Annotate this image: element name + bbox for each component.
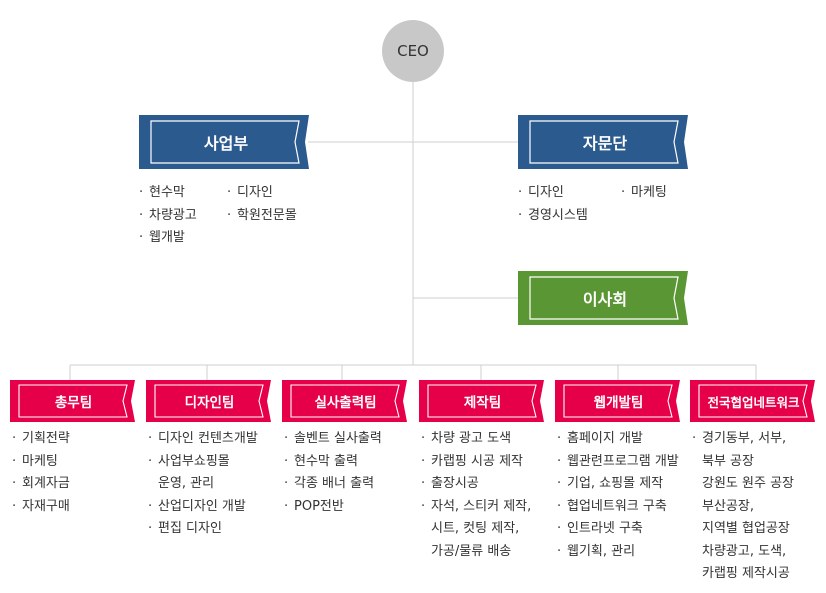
- ceo-node: CEO: [382, 20, 444, 82]
- team-label: 디자인팀: [184, 395, 235, 411]
- list-item: ·사업부쇼핑몰: [148, 453, 230, 469]
- list-item: ·기획전략: [12, 431, 70, 446]
- list-item: 가공/물류 배송: [431, 543, 512, 559]
- advisory-list-col1: ·디자인 ·경영시스템: [518, 182, 588, 227]
- list-item: ·자석, 스티커 제작,: [421, 498, 532, 514]
- team-label: 전국협업네트워크: [707, 394, 800, 410]
- team-tag-production: 제작팀: [419, 380, 544, 422]
- list-item: 운영, 관리: [158, 476, 215, 491]
- list-item: ·현수막 출력: [284, 453, 358, 469]
- list-item: ·출장시공: [421, 476, 479, 491]
- list-item: ·경영시스템: [518, 207, 588, 223]
- team-items-production: ·차량 광고 도색 ·카랩핑 시공 제작 ·출장시공 ·자석, 스티커 제작, 시트, …: [421, 428, 531, 563]
- list-item: ·협업네트워크 구축: [557, 498, 667, 514]
- business-list-col2: ·디자인 ·학원전문몰: [227, 182, 297, 227]
- team-tag-general-affairs: 총무팀: [10, 380, 135, 422]
- list-item: ·차량광고: [139, 207, 197, 223]
- list-item: ·마케팅: [12, 453, 58, 469]
- advisory-list-col2: ·마케팅: [621, 182, 667, 205]
- team-label: 웹개발팀: [593, 395, 644, 411]
- board-of-directors-tag: 이사회: [518, 271, 688, 325]
- list-item: ·디자인: [518, 185, 564, 200]
- list-item: ·웹관련프로그램 개발: [557, 453, 679, 469]
- list-item: 부산공장,: [702, 498, 754, 514]
- ceo-label: CEO: [397, 42, 429, 60]
- list-item: ·마케팅: [621, 185, 667, 200]
- list-item: 차량광고, 도색,: [702, 543, 787, 559]
- list-item: ·POP전반: [284, 498, 344, 514]
- list-item: ·웹기획, 관리: [557, 543, 636, 559]
- team-tag-design: 디자인팀: [146, 380, 271, 422]
- list-item: ·웹개발: [139, 230, 185, 245]
- list-item: ·회계자금: [12, 476, 70, 491]
- team-items-printing: ·솔벤트 실사출력 ·현수막 출력 ·각종 배너 출력 ·POP전반: [284, 428, 382, 518]
- team-label: 제작팀: [463, 395, 502, 411]
- list-item: ·디자인 컨텐츠개발: [148, 431, 258, 446]
- team-tag-web-dev: 웹개발팀: [555, 380, 680, 422]
- list-item: ·인트라넷 구축: [557, 521, 643, 536]
- advisory-board-tag: 자문단: [518, 115, 688, 169]
- business-list-col1: ·현수막 ·차량광고 ·웹개발: [139, 182, 197, 250]
- list-item: ·디자인: [227, 185, 273, 200]
- business-division-label: 사업부: [203, 134, 249, 153]
- list-item: ·카랩핑 시공 제작: [421, 453, 523, 469]
- list-item: ·편집 디자인: [148, 521, 222, 536]
- list-item: 북부 공장: [702, 453, 754, 469]
- team-label: 실사출력팀: [314, 395, 377, 411]
- list-item: ·경기동부, 서부,: [692, 431, 787, 446]
- list-item: ·홈페이지 개발: [557, 431, 643, 446]
- list-item: 카랩핑 제작시공: [702, 566, 790, 581]
- advisory-board-label: 자문단: [582, 134, 628, 153]
- list-item: ·자재구매: [12, 498, 70, 514]
- list-item: 지역별 협업공장: [702, 521, 790, 536]
- list-item: 시트, 컷팅 제작,: [431, 521, 520, 536]
- list-item: 강원도 원주 공장: [702, 476, 794, 491]
- list-item: ·학원전문몰: [227, 207, 297, 223]
- team-tag-national-network: 전국협업네트워크: [690, 380, 815, 422]
- team-tag-printing: 실사출력팀: [282, 380, 407, 422]
- list-item: ·기업, 쇼핑몰 제작: [557, 476, 664, 491]
- list-item: ·산업디자인 개발: [148, 498, 246, 514]
- business-division-tag: 사업부: [139, 115, 309, 169]
- team-items-web-dev: ·홈페이지 개발 ·웹관련프로그램 개발 ·기업, 쇼핑몰 제작 ·협업네트워크 구축…: [557, 428, 679, 563]
- list-item: ·솔벤트 실사출력: [284, 431, 382, 446]
- team-items-general-affairs: ·기획전략 ·마케팅 ·회계자금 ·자재구매: [12, 428, 70, 518]
- board-of-directors-label: 이사회: [582, 290, 628, 309]
- list-item: ·각종 배너 출력: [284, 476, 375, 491]
- list-item: ·차량 광고 도색: [421, 431, 512, 446]
- team-label: 총무팀: [54, 395, 93, 411]
- list-item: ·현수막: [139, 185, 185, 200]
